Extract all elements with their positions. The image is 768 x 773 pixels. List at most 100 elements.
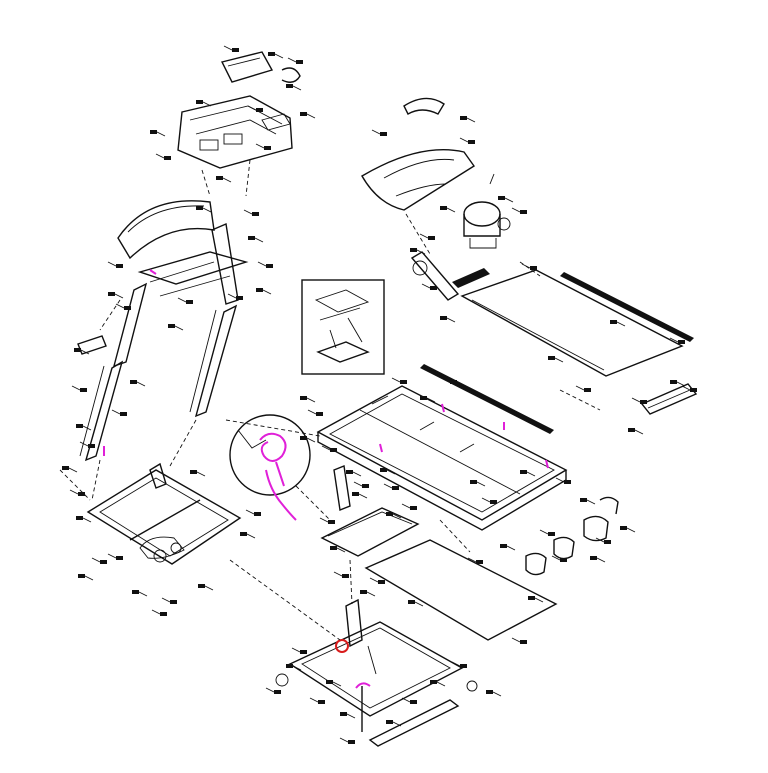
drive-motor xyxy=(463,173,511,249)
callout-tag xyxy=(408,600,424,607)
callout-tag xyxy=(78,574,94,581)
callout-tag xyxy=(198,584,214,591)
callout-tag xyxy=(245,509,261,516)
callout-tag xyxy=(326,680,342,687)
main-frame xyxy=(316,385,568,531)
callout-tag xyxy=(575,385,591,392)
callout-tag xyxy=(628,428,644,435)
callout-tag xyxy=(108,292,124,299)
callout-tag xyxy=(386,720,402,727)
callout-tag xyxy=(380,468,396,475)
callout-tag xyxy=(333,571,349,578)
callout-tag xyxy=(401,503,417,510)
incline-frame xyxy=(229,559,478,747)
callout-tag xyxy=(151,609,167,616)
side-rail-strip-lower xyxy=(420,364,554,434)
callout-tag xyxy=(555,477,571,484)
callout-tag xyxy=(265,687,281,694)
callout-tag xyxy=(352,492,368,499)
base-frame xyxy=(86,419,242,565)
callout-tag xyxy=(130,380,146,387)
callout-tag xyxy=(410,248,426,255)
callout-tag xyxy=(91,557,107,564)
callout-tag xyxy=(256,288,272,295)
callout-tag xyxy=(539,529,555,536)
callout-tag xyxy=(486,690,502,697)
callout-tag xyxy=(440,206,456,213)
callout-tag xyxy=(321,445,337,452)
callout-tag xyxy=(391,377,407,384)
callout-tag xyxy=(216,176,232,183)
callout-tag xyxy=(421,283,437,290)
callout-tag xyxy=(107,261,123,268)
highlighted-wire xyxy=(259,432,287,462)
callout-tag xyxy=(247,105,263,112)
rear-end-caps xyxy=(525,496,619,576)
front-roller xyxy=(410,251,460,301)
callout-tag xyxy=(669,337,685,344)
callout-tag xyxy=(548,356,564,363)
callout-tag xyxy=(161,597,177,604)
callout-tag xyxy=(511,637,527,644)
callout-tag xyxy=(69,489,85,496)
callout-tag xyxy=(76,424,92,431)
callout-tag xyxy=(111,409,127,416)
callout-tag xyxy=(386,512,402,519)
callout-tag xyxy=(631,397,647,404)
callout-tag xyxy=(610,320,626,327)
callout-tag xyxy=(300,436,316,443)
callout-tag xyxy=(620,526,636,533)
callout-tag xyxy=(383,483,399,490)
callout-tag xyxy=(520,470,536,477)
callout-tag xyxy=(430,680,446,687)
callout-tag xyxy=(76,516,92,523)
callout-tag xyxy=(150,130,166,137)
callout-tag xyxy=(498,196,514,203)
callout-tag xyxy=(420,396,436,403)
console-tray xyxy=(117,200,249,297)
callout-tag xyxy=(291,647,307,654)
callout-tag xyxy=(257,261,273,268)
console-display xyxy=(177,51,301,197)
callout-tag xyxy=(115,303,131,310)
callout-tag xyxy=(401,697,417,704)
callout-tag xyxy=(459,137,475,144)
callout-tag xyxy=(243,209,259,216)
callout-tag xyxy=(240,532,256,539)
callout-tag xyxy=(551,555,567,562)
part-callout-tags xyxy=(62,45,697,744)
callout-tag xyxy=(346,470,362,477)
wiring-detail-circle xyxy=(229,414,331,521)
side-rail-strip-upper xyxy=(560,272,694,342)
callout-tag xyxy=(287,57,303,64)
callout-tag xyxy=(419,233,435,240)
deck-board xyxy=(460,269,698,415)
callout-tag xyxy=(681,385,697,392)
callout-tag xyxy=(595,537,611,544)
callout-tag xyxy=(440,316,456,323)
callout-tag xyxy=(521,263,537,270)
upright-posts xyxy=(77,223,239,462)
callout-tag xyxy=(369,577,385,584)
highlight-accents xyxy=(103,269,549,469)
callout-tag xyxy=(481,497,497,504)
callout-tag xyxy=(360,590,376,597)
callout-tag xyxy=(590,556,606,563)
callout-tag xyxy=(500,544,516,551)
callout-tag xyxy=(223,45,239,52)
callout-tag xyxy=(62,466,78,473)
callout-tag xyxy=(255,143,271,150)
callout-tag xyxy=(132,590,148,597)
callout-tag xyxy=(177,297,193,304)
callout-tag xyxy=(451,661,467,668)
callout-tag xyxy=(227,293,243,300)
callout-tag xyxy=(330,546,346,553)
callout-tag xyxy=(353,481,369,488)
motor-tray xyxy=(320,465,420,557)
callout-tag xyxy=(340,712,356,719)
callout-tag xyxy=(286,84,302,91)
callout-tag xyxy=(511,207,527,214)
assembly-guide-lines xyxy=(59,213,601,553)
motor-hood xyxy=(361,97,476,211)
callout-tag xyxy=(248,236,264,243)
